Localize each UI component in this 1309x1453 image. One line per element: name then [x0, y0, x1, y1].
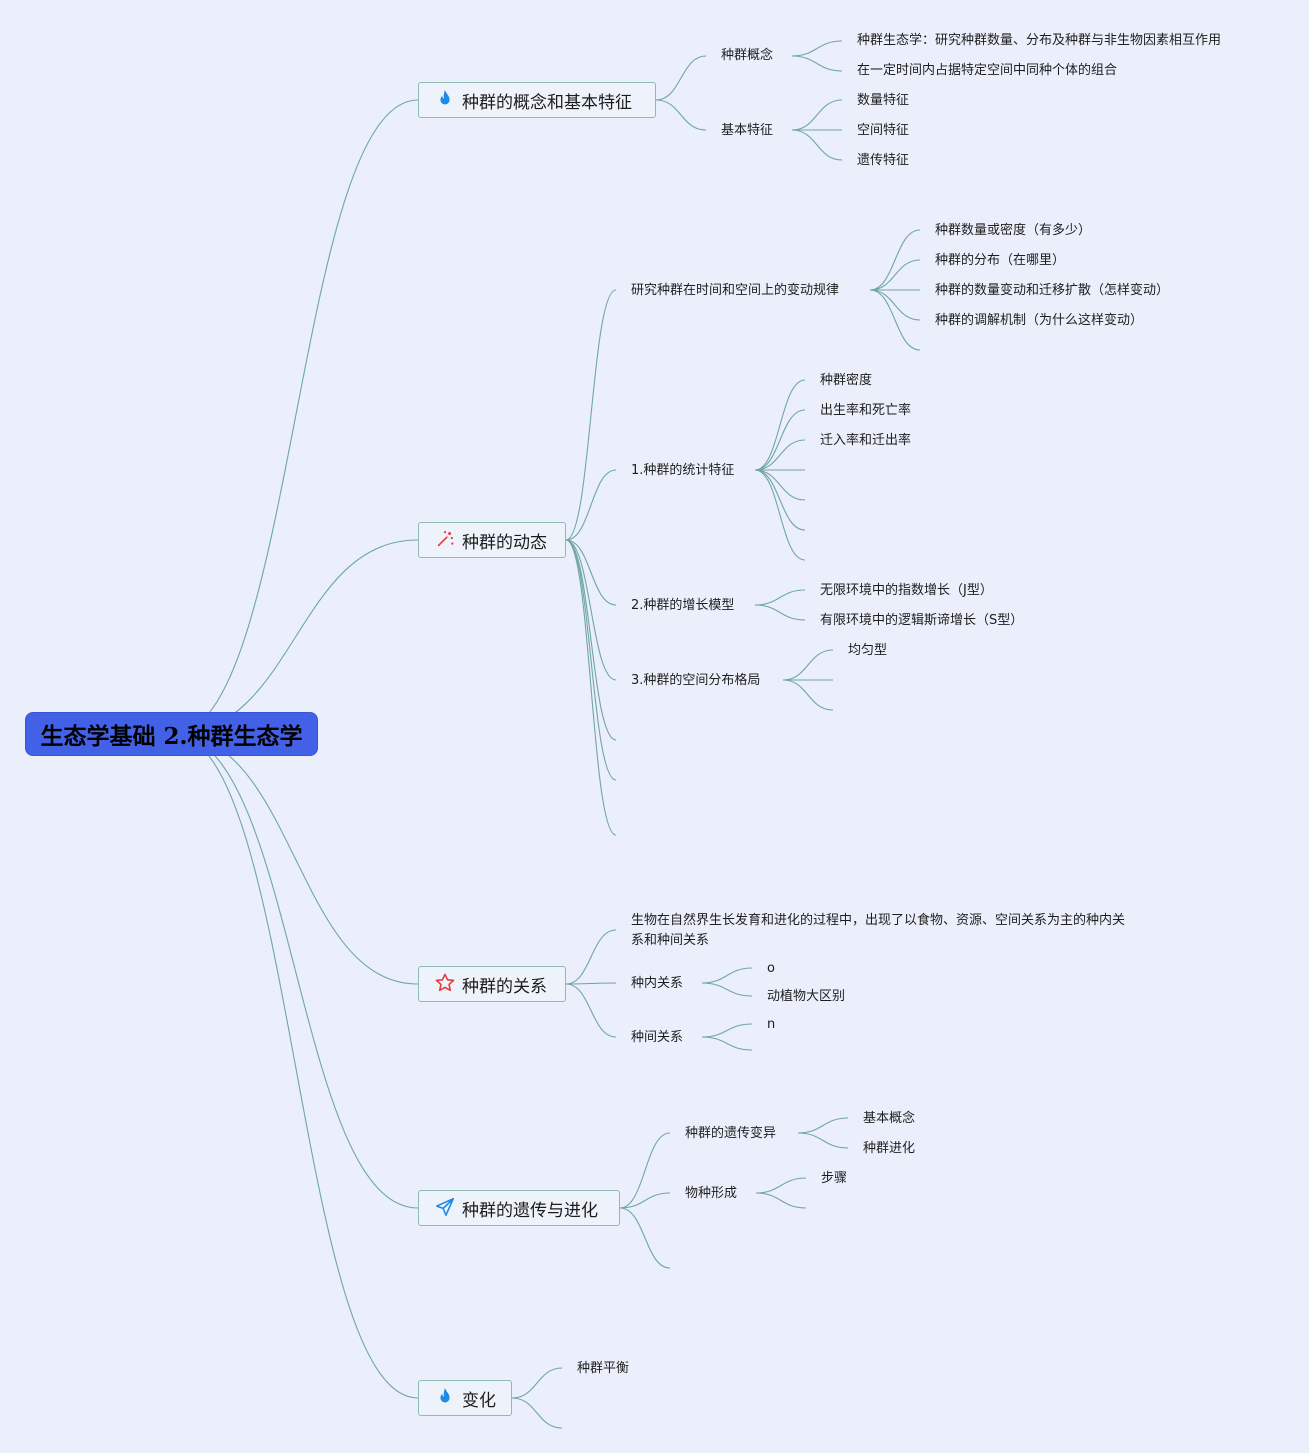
- connector: [755, 1177, 807, 1194]
- topic-change[interactable]: 变化: [418, 1380, 512, 1416]
- connector: [754, 469, 806, 561]
- connector: [565, 289, 617, 541]
- connector: [565, 982, 617, 985]
- paper-plane-icon: [434, 1196, 458, 1220]
- connector: [701, 982, 753, 997]
- topic-population-concept[interactable]: 种群的概念和基本特征: [418, 82, 656, 118]
- leaf-item[interactable]: 无限环境中的指数增长（J型）: [820, 583, 993, 598]
- connector: [511, 1367, 563, 1399]
- leaf-item[interactable]: 动植物大区别: [767, 989, 846, 1004]
- connector: [655, 55, 707, 101]
- root-connector: [172, 539, 419, 735]
- connector: [701, 1036, 753, 1051]
- leaf-item[interactable]: 遗传特征: [857, 153, 910, 168]
- leaf-item[interactable]: 种群的分布（在哪里）: [935, 253, 1066, 268]
- connector: [797, 1117, 849, 1134]
- topic-label: 种群的概念和基本特征: [462, 92, 632, 113]
- subtopic-statistics[interactable]: 1.种群的统计特征: [631, 463, 735, 478]
- subtopic-spatial-pattern[interactable]: 3.种群的空间分布格局: [631, 673, 761, 688]
- connector: [869, 259, 921, 291]
- connector: [791, 40, 843, 57]
- leaf-item[interactable]: 基本概念: [863, 1111, 916, 1126]
- flame-icon: [434, 1386, 458, 1410]
- leaf-item[interactable]: 迁入率和迁出率: [820, 433, 912, 448]
- connector: [565, 929, 617, 985]
- connector: [754, 604, 806, 621]
- subtopic-basic-features[interactable]: 基本特征: [721, 123, 774, 138]
- subtopic-research[interactable]: 研究种群在时间和空间上的变动规律: [631, 283, 840, 298]
- connector: [754, 439, 806, 471]
- root-connector: [172, 733, 419, 1399]
- connector: [754, 469, 806, 531]
- connector: [619, 1192, 671, 1209]
- leaf-item[interactable]: 出生率和死亡率: [820, 403, 912, 418]
- leaf-item[interactable]: 种群进化: [863, 1141, 916, 1156]
- leaf-item[interactable]: 有限环境中的逻辑斯谛增长（S型）: [820, 613, 1024, 628]
- topic-genetics-evolution[interactable]: 种群的遗传与进化: [418, 1190, 620, 1226]
- connector: [619, 1132, 671, 1209]
- connector: [869, 289, 921, 351]
- subtopic-concept[interactable]: 种群概念: [721, 48, 774, 63]
- subtopic-genetic-variation[interactable]: 种群的遗传变异: [685, 1126, 777, 1141]
- connector: [791, 129, 843, 161]
- leaf-item[interactable]: 数量特征: [857, 93, 910, 108]
- topic-label: 变化: [462, 1390, 496, 1411]
- connector: [869, 229, 921, 291]
- leaf-item[interactable]: 种群生态学：研究种群数量、分布及种群与非生物因素相互作用: [857, 33, 1222, 48]
- root-connector: [172, 733, 419, 1209]
- subtopic-speciation[interactable]: 物种形成: [685, 1186, 738, 1201]
- leaf-item[interactable]: 种群的数量变动和迁移扩散（怎样变动）: [935, 283, 1170, 298]
- connector: [755, 1192, 807, 1209]
- star-icon: [434, 972, 458, 996]
- flame-icon: [434, 88, 458, 112]
- leaf-item[interactable]: 在一定时间内占据特定空间中同种个体的组合: [857, 63, 1118, 78]
- leaf-item[interactable]: 步骤: [821, 1171, 848, 1186]
- connector: [565, 469, 617, 541]
- leaf-item[interactable]: 种群的调解机制（为什么这样变动）: [935, 313, 1144, 328]
- sparkle-icon: [434, 528, 458, 552]
- leaf-item[interactable]: 空间特征: [857, 123, 910, 138]
- leaf-item[interactable]: 种群数量或密度（有多少）: [935, 223, 1092, 238]
- connector: [619, 1207, 671, 1269]
- connector: [565, 539, 617, 781]
- subtopic-growth-model[interactable]: 2.种群的增长模型: [631, 598, 735, 613]
- connector: [565, 539, 617, 836]
- connector: [797, 1132, 849, 1149]
- connector: [754, 379, 806, 471]
- connector: [869, 289, 921, 321]
- connector: [701, 967, 753, 984]
- connector: [565, 539, 617, 606]
- connector: [754, 469, 806, 501]
- connector: [565, 983, 617, 1038]
- leaf-item[interactable]: 均匀型: [848, 643, 888, 658]
- topic-population-dynamics[interactable]: 种群的动态: [418, 522, 566, 558]
- connector: [791, 99, 843, 131]
- connector: [754, 589, 806, 606]
- subtopic-interspecific[interactable]: 种间关系: [631, 1030, 684, 1045]
- leaf-item: 种群平衡: [577, 1361, 630, 1376]
- topic-label: 种群的遗传与进化: [462, 1200, 598, 1221]
- leaf-item[interactable]: 种群密度: [820, 373, 873, 388]
- connector: [511, 1397, 563, 1429]
- connector: [565, 539, 617, 741]
- root-connector: [172, 99, 419, 735]
- topic-population-relations[interactable]: 种群的关系: [418, 966, 566, 1002]
- subtopic-description[interactable]: 生物在自然界生长发育和进化的过程中，出现了以食物、资源、空间关系为主的种内关系和…: [631, 913, 1126, 948]
- leaf-item[interactable]: n: [767, 1017, 776, 1032]
- connector: [754, 409, 806, 471]
- connector: [565, 539, 617, 681]
- connector: [782, 649, 834, 681]
- connector: [791, 55, 843, 72]
- root-connector: [172, 733, 419, 985]
- connector: [655, 99, 707, 131]
- root-topic[interactable]: 生态学基础 2.种群生态学: [25, 712, 318, 756]
- connector: [782, 679, 834, 711]
- topic-label: 种群的关系: [462, 976, 547, 997]
- leaf-item[interactable]: o: [767, 961, 775, 976]
- topic-label: 种群的动态: [462, 532, 547, 553]
- subtopic-intraspecific[interactable]: 种内关系: [631, 976, 684, 991]
- connector: [701, 1023, 753, 1038]
